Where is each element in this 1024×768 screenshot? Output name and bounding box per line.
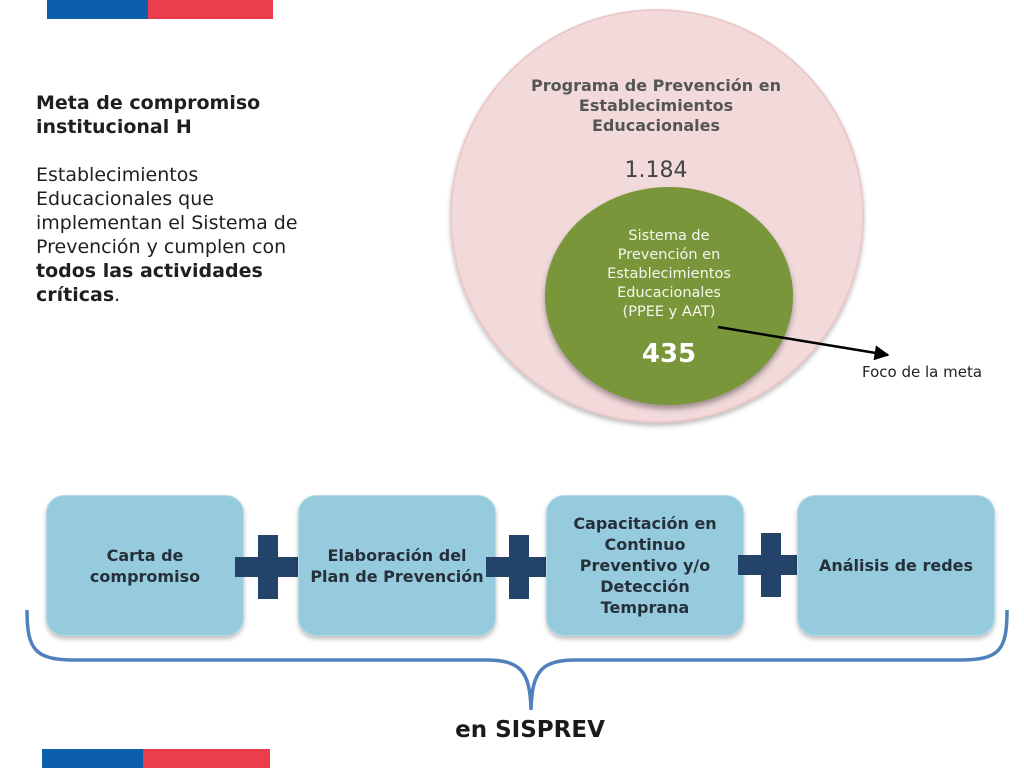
system-title-line4: Educacionales [617,285,721,301]
goal-body-text: Establecimientos Educacionales que imple… [36,164,298,258]
step-box-prevention-plan: Elaboración del Plan de Prevención [298,495,496,636]
flag-red-segment [143,749,270,768]
program-count: 1.184 [624,158,688,183]
system-title-line3: Establecimientos [607,266,731,282]
goal-body-end: . [114,284,121,306]
program-title-line3: Educacionales [591,116,721,135]
system-circle [545,187,793,405]
system-title-line5: (PPEE y AAT) [622,304,716,320]
plus-icon [235,535,301,599]
system-title-line2: Prevención en [617,247,721,263]
system-count: 435 [641,339,697,369]
program-title-line2: Establecimientos [578,96,734,115]
step-box-training: Capacitación en Continuo Preventivo y/o … [546,495,744,636]
step-label: Análisis de redes [818,556,974,575]
system-name-label: en SISPREV [455,717,605,743]
goal-title: Meta de compromiso institucional H [36,91,336,139]
plus-icon-horizontal [235,557,301,577]
plus-icon [738,533,804,597]
step-label: Capacitación en Continuo Preventivo y/o … [573,514,717,617]
flag-blue-segment [42,749,144,768]
goal-body: Establecimientos Educacionales que imple… [36,163,336,307]
plus-icon [486,535,552,599]
step-box-commitment-letter: Carta de compromiso [46,495,244,636]
plus-icon-horizontal [486,557,552,577]
flag-stripe-top [47,0,273,19]
program-title-line1: Programa de Prevención en [531,76,781,95]
goal-title-line1: Meta de compromiso [36,92,261,114]
step-label: Elaboración del Plan de Prevención [310,545,484,586]
goal-description: Meta de compromiso institucional H Estab… [36,91,336,307]
goal-body-bold: todos las actividades críticas [36,260,263,306]
step-label: Carta de compromiso [89,545,201,586]
flag-red-segment [147,0,273,19]
step-box-network-analysis: Análisis de redes [797,495,995,636]
program-title: Programa de Prevención en Establecimient… [510,76,802,136]
goal-title-line2: institucional H [36,116,192,138]
system-title-line1: Sistema de [628,228,710,244]
plus-icon-horizontal [738,555,804,575]
flag-stripe-bottom [42,749,270,768]
system-title: Sistema de Prevención en Establecimiento… [580,227,758,322]
callout-label: Foco de la meta [862,363,983,381]
flag-blue-segment [47,0,148,19]
